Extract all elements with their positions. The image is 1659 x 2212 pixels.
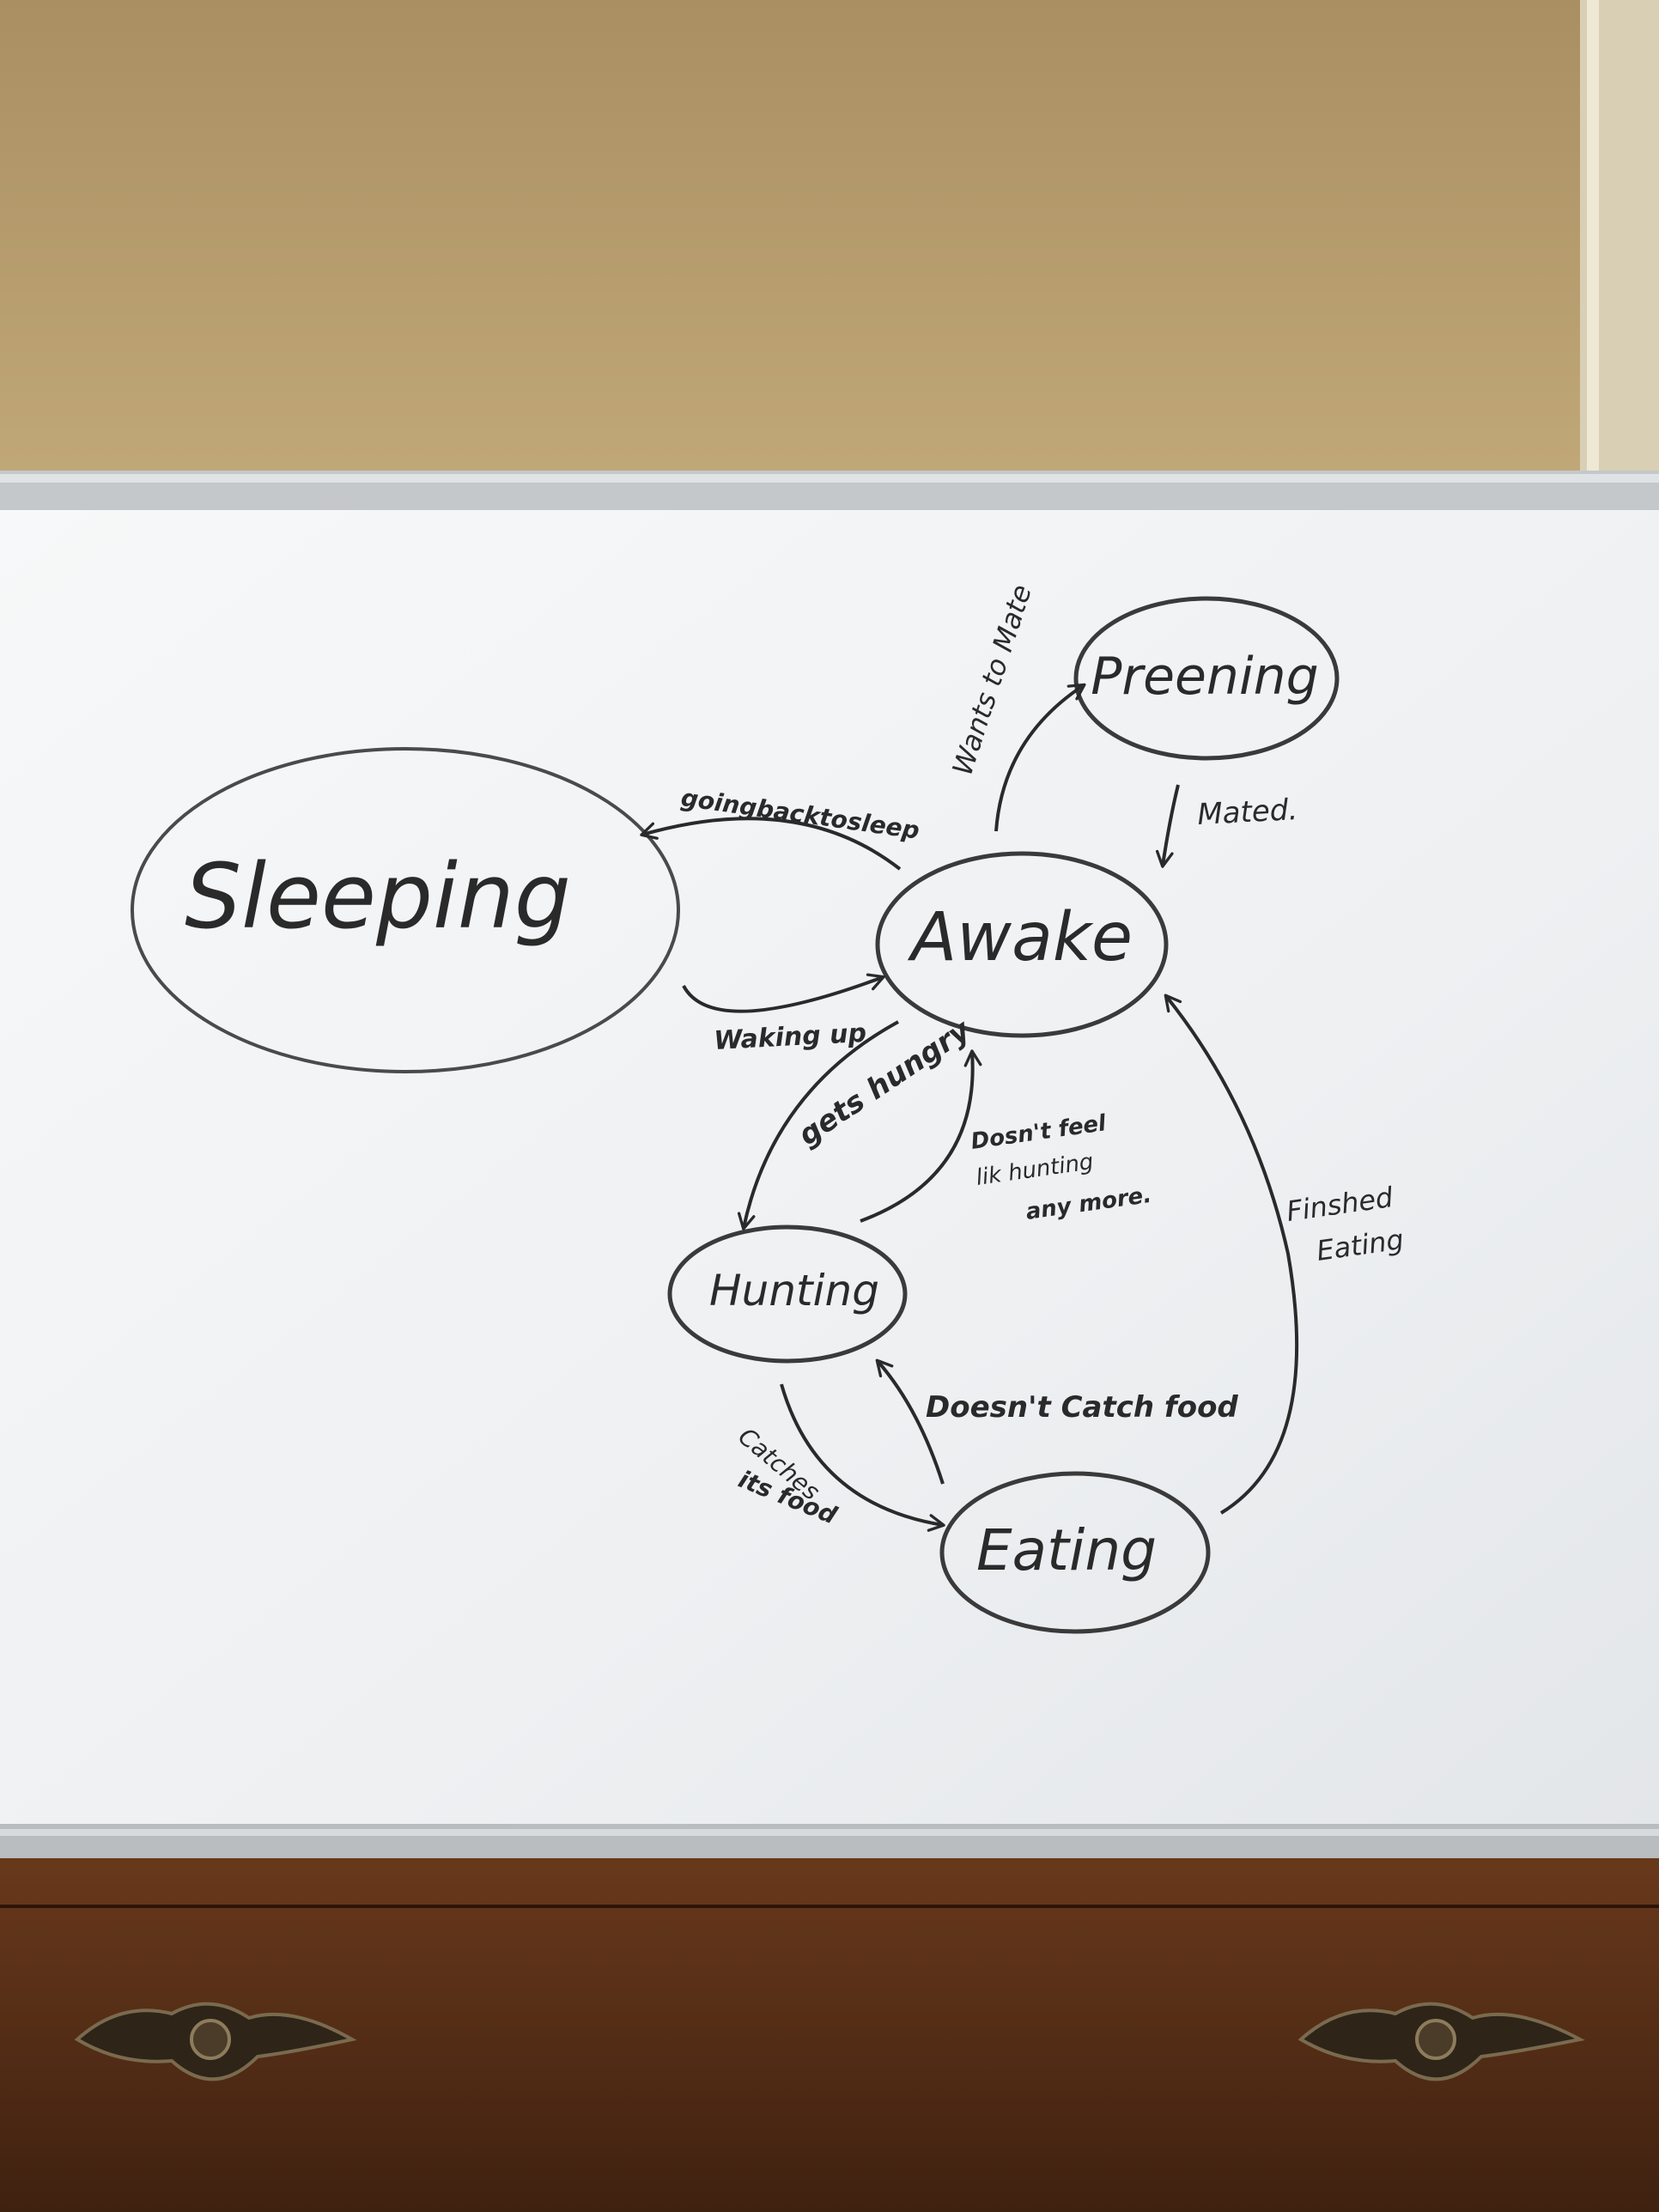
whiteboard-frame-top-shine [0, 474, 1659, 483]
state-awake-label: Awake [907, 899, 1133, 976]
arrow-mated [1155, 784, 1180, 868]
drawer-handle-left [74, 2002, 357, 2081]
wall [0, 0, 1659, 481]
state-eating-ellipse [939, 1471, 1211, 1634]
arrow-going-back-to-sleep [640, 817, 902, 871]
arrow-gets-hungry [737, 1020, 899, 1231]
label-mated: Mated. [1196, 793, 1298, 832]
arrow-doesnt-feel-like-hunting [860, 1049, 982, 1223]
arrow-doesnt-catch-food [875, 1358, 945, 1485]
whiteboard-surface [0, 510, 1659, 1829]
state-preening-ellipse [1073, 596, 1340, 761]
arrow-waking-up [682, 973, 885, 1013]
state-hunting-label: Hunting [709, 1266, 879, 1316]
arrow-wants-to-mate [994, 683, 1086, 832]
door-frame-edge [1587, 0, 1599, 481]
label-doesnt-catch-food: Doesn't Catch food [926, 1390, 1238, 1425]
state-eating-label: Eating [976, 1517, 1157, 1583]
state-hunting-ellipse [667, 1224, 908, 1364]
state-sleeping-label: Sleeping [185, 844, 571, 949]
state-sleeping-ellipse [131, 747, 680, 1073]
arrow-catches-its-food [780, 1383, 945, 1532]
drawer-handle-right [1297, 2002, 1585, 2081]
state-awake-ellipse [875, 851, 1169, 1038]
arrow-finished-eating [1164, 994, 1299, 1515]
state-preening-label: Preening [1091, 647, 1319, 707]
whiteboard-frame-bottom-shine [0, 1829, 1659, 1836]
dresser-drawer-line [0, 1905, 1659, 1908]
